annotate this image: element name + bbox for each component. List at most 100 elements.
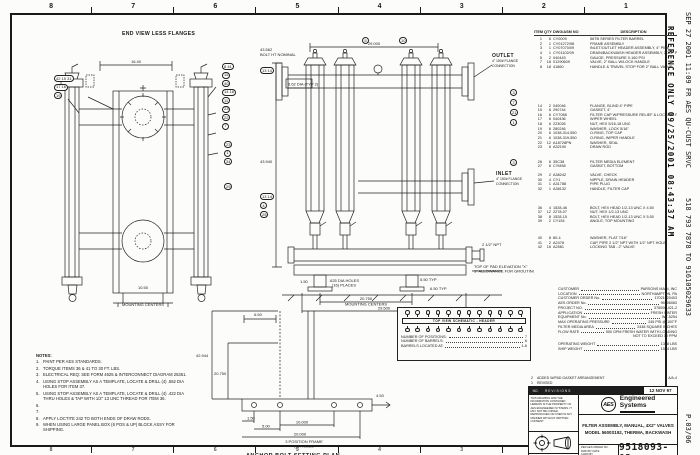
part-qty: 6: [548, 37, 551, 42]
front-view-holes-note-1: .625 DIA HOLES: [329, 278, 359, 283]
part-description: LOCKING TAB - 2" VALVE: [590, 245, 635, 250]
parts-row: 40 8 80-4 WASHER, FLAT 7/16": [534, 236, 677, 241]
spec-row: FILTER MEDIA AREA 2448 SQUARE INCHES: [558, 325, 677, 330]
balloon-callout: 13 14: [260, 193, 275, 200]
aes-logo-icon: AES: [600, 397, 616, 412]
part-item-number: 32: [537, 186, 542, 191]
part-qty: 16: [546, 245, 551, 250]
part-description: DRAW ROD: [590, 145, 611, 150]
note-text: USING STOP ASSEMBLY AS A TEMPLATE, LOCAT…: [43, 390, 184, 402]
part-number: CY154: [553, 219, 565, 224]
drawing-sheet-border: END VIEW LESS FLANGES: [10, 13, 678, 455]
front-view-dim-top: 29.000: [368, 41, 381, 46]
parts-row: 7 18 01290609 VALVE, 2" BALL W/LOCK HAND…: [534, 60, 677, 65]
part-number: 040443: [553, 55, 566, 60]
position-circle: [456, 325, 462, 332]
part-number: 1038-319-550: [553, 135, 577, 140]
part-item-number: 2: [539, 41, 542, 46]
part-item-number: 23: [537, 145, 542, 150]
revision-rows: 2 ADDED W/PAD GASKET ARRANGEMENT A/A-4 1…: [529, 376, 677, 385]
balloon-callout: 22: [222, 114, 231, 121]
balloon-callout: 5: [362, 37, 369, 44]
spec-label: AES ORDER No.: [558, 301, 587, 306]
zone-number: 8: [10, 0, 93, 13]
balloon-callout: 8 41: [222, 63, 234, 70]
cone-projection-icon: [553, 435, 572, 450]
inlet-subtitle: 4" 150# FLANGE CONNECTION: [496, 177, 523, 186]
leader-dots: [578, 294, 640, 296]
spec-row: PROJECT NO. 375000-421-2: [558, 306, 677, 311]
anchor-dim-2075: 20.750: [214, 371, 227, 376]
position-circle: [405, 325, 410, 332]
part-description: FLANGE, BLIND 4" PIPE: [590, 103, 633, 108]
note-text: ELECTRICAL REQ: SEE FORM 4625 & INTERCON…: [43, 372, 187, 378]
part-description: BOLT, HEX HEAD 1/2-13 UNC X 4.50: [590, 205, 654, 210]
spec-label: EQUIPMENT No.: [558, 315, 587, 320]
parts-row: 31 1 A31788 PIPE PLUG: [534, 182, 677, 187]
balloon-callout: 7: [222, 122, 229, 130]
schematic-field-row: BARRELS LOCATED AT: 1-6: [401, 344, 527, 349]
projection-symbols: [529, 432, 578, 453]
part-qty: 6: [548, 159, 551, 164]
balloon-callout: 17 16: [54, 83, 69, 91]
position-circle: [518, 310, 523, 316]
part-description: VALVE, CHECK: [590, 173, 618, 177]
schematic-field-row: NUMBER OF POSITIONS: 7: [401, 335, 527, 340]
position-circle: [435, 310, 441, 316]
part-qty: 18: [546, 64, 551, 69]
parts-row: 26 6 35C38 FILTER MEDIA ELEMENT: [534, 160, 677, 165]
third-angle-target-icon: [533, 434, 551, 451]
balloon-callout: 23: [222, 105, 231, 113]
part-qty: 6: [548, 117, 551, 122]
note-item: 8. APPLY LOCTITE 242 TO BOTH ENDS OF DRA…: [36, 416, 190, 421]
part-item-number: 3: [539, 46, 542, 51]
note-text: [43, 409, 190, 414]
part-item-number: 21: [537, 135, 542, 140]
balloon-callout: 11: [222, 97, 231, 104]
drawing-title: FILTER ASSEMBLY, MANUAL, 4X2" VALVES MOD…: [579, 415, 677, 445]
part-item-number: 27: [537, 164, 542, 169]
parts-row: 18 6 223026 NUT, HEX 5/16-18 UNC: [534, 122, 677, 127]
spec-row: FLOW RATE 500 GPM FRESH WATER WITH LOADI…: [558, 330, 677, 335]
position-circle: [425, 310, 431, 316]
leader-dots: [602, 299, 653, 301]
part-description: NUT, HEX 1/2-13 UNC: [590, 210, 629, 215]
front-view-npt-label: 2 1/2" NPT: [482, 242, 502, 247]
spec-row: EQUIPMENT No. WT-5254: [558, 315, 677, 320]
balloon-callout: 34: [224, 158, 233, 165]
note-number: 1.: [36, 359, 40, 365]
spec-label: MAX OPERATING PRESSURE: [558, 320, 610, 325]
drawing-number: 9518093-02: [619, 441, 669, 455]
anchor-dim-450: 4.50: [376, 393, 385, 398]
title-block: NO. REVISIONS 12 NOV 97 THIS DRAWING AND…: [528, 386, 678, 455]
part-qty: 6: [548, 122, 551, 126]
end-view-mounting-centers-label: MOUNTING CENTERS: [122, 302, 164, 307]
parts-row: 8 18 41860 HANDLE & TRAVEL STOP FOR 2" B…: [534, 65, 677, 70]
revision-reference: [655, 381, 677, 386]
part-item-number: 18: [537, 122, 542, 126]
note-number: 9.: [36, 421, 40, 427]
parts-list: ITEM QTY DWG/ASM NO DESCRIPTION 1 6 CY00…: [534, 30, 677, 250]
front-view-dim-mounting-centers: 20.750: [360, 296, 373, 301]
note-number: 5.: [36, 390, 40, 396]
note-text: PAINT PER AES STANDARDS.: [43, 359, 102, 365]
note-item: 2. TORQUE ITEMS 36 & 41 TO 30 FT. LBS.: [36, 366, 190, 371]
rev-header-label: REVISIONS: [542, 387, 643, 394]
part-item-number: 19: [537, 126, 542, 131]
spec-label: OPERATING WEIGHT: [558, 342, 596, 347]
inlet-title: INLET: [496, 171, 512, 177]
part-qty: 8: [548, 214, 551, 219]
note-item: 6.: [36, 403, 190, 408]
parts-row: 41 2 A2478 CAP, PIPE 2 1/2" NPT WITH 1/2…: [534, 241, 677, 246]
part-qty: 4: [548, 205, 551, 210]
balloon-callout: 1: [510, 119, 517, 126]
title-block-header: NO. REVISIONS 12 NOV 97: [529, 387, 677, 395]
zone-number: 4: [339, 0, 421, 13]
part-number: 1038-314-550: [553, 131, 577, 136]
balloon-callout: 42 15 31: [54, 75, 74, 82]
schematic-positions-bottom: [401, 324, 527, 332]
part-item-number: 1: [539, 37, 542, 42]
end-view: END VIEW LESS FLANGES: [26, 31, 258, 309]
